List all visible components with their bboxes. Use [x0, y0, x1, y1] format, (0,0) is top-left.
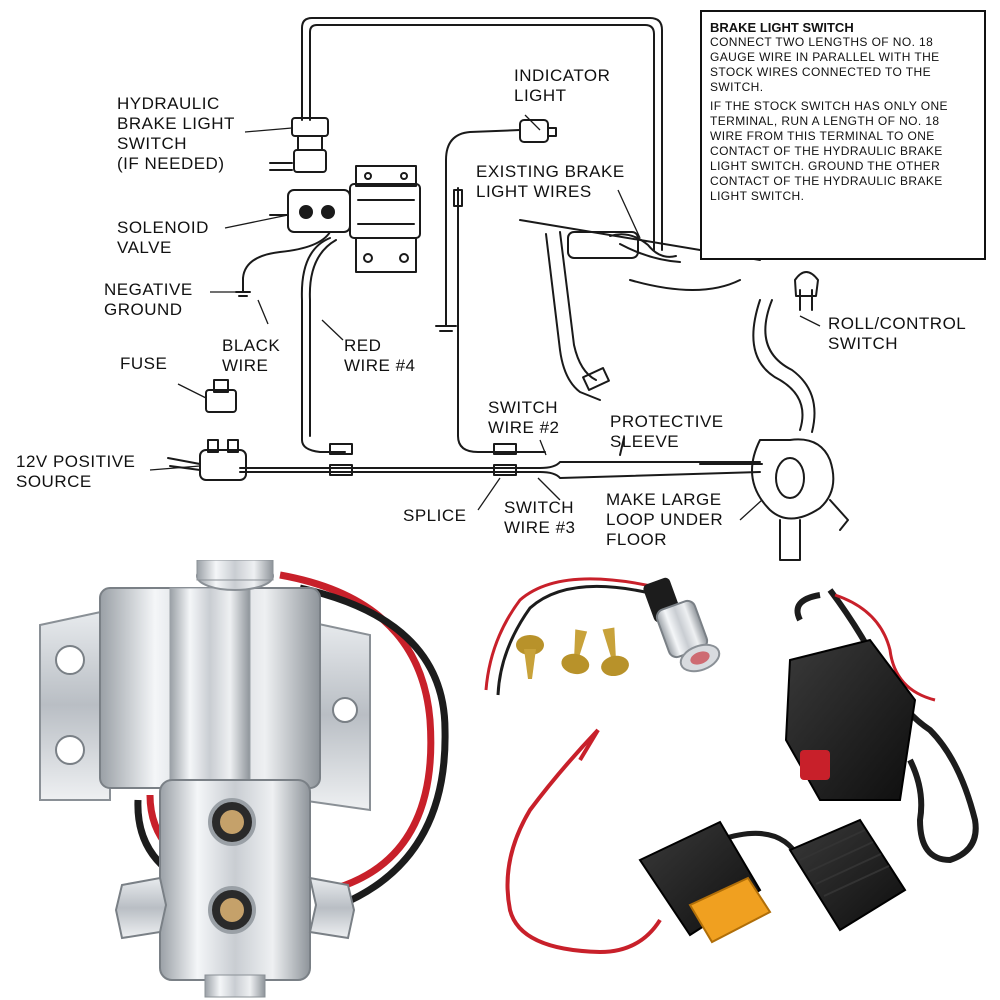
label-protective-sleeve: PROTECTIVE SLEEVE: [610, 412, 724, 451]
roll-control-switch-photo: [784, 588, 979, 864]
label-red-wire-4: RED WIRE #4: [344, 336, 416, 375]
label-negative-ground: NEGATIVE GROUND: [104, 280, 193, 319]
label-switch-wire-3: SWITCH WIRE #3: [504, 498, 576, 537]
label-hydraulic-brake-light-switch: HYDRAULIC BRAKE LIGHT SWITCH (IF NEEDED): [117, 94, 235, 173]
label-switch-wire-2: SWITCH WIRE #2: [488, 398, 560, 437]
label-make-large-loop: MAKE LARGE LOOP UNDER FLOOR: [606, 490, 724, 549]
brake-light-switch-note: BRAKE LIGHT SWITCH CONNECT TWO LENGTHS O…: [700, 10, 986, 260]
wiring-diagram: [149, 17, 849, 561]
label-12v-positive-source: 12V POSITIVE SOURCE: [16, 452, 136, 491]
note-title: BRAKE LIGHT SWITCH: [710, 20, 854, 35]
solenoid-valve-photo: [39, 560, 449, 998]
indicator-light-photo: [484, 577, 721, 696]
label-solenoid-valve: SOLENOID VALVE: [117, 218, 209, 257]
label-black-wire: BLACK WIRE: [222, 336, 281, 375]
note-paragraph-2: IF THE STOCK SWITCH HAS ONLY ONE TERMINA…: [710, 99, 948, 203]
label-existing-brake-light-wires: EXISTING BRAKE LIGHT WIRES: [476, 162, 625, 201]
label-splice: SPLICE: [403, 506, 467, 525]
inline-fuse-holder-photo: [505, 728, 907, 955]
label-fuse: FUSE: [120, 354, 168, 373]
label-roll-control-switch: ROLL/CONTROL SWITCH: [828, 314, 967, 353]
note-paragraph-1: CONNECT TWO LENGTHS OF NO. 18 GAUGE WIRE…: [710, 35, 940, 94]
mounting-screws-photo: [516, 627, 629, 679]
label-indicator-light: INDICATOR LIGHT: [514, 66, 611, 105]
product-photo: [39, 560, 979, 998]
